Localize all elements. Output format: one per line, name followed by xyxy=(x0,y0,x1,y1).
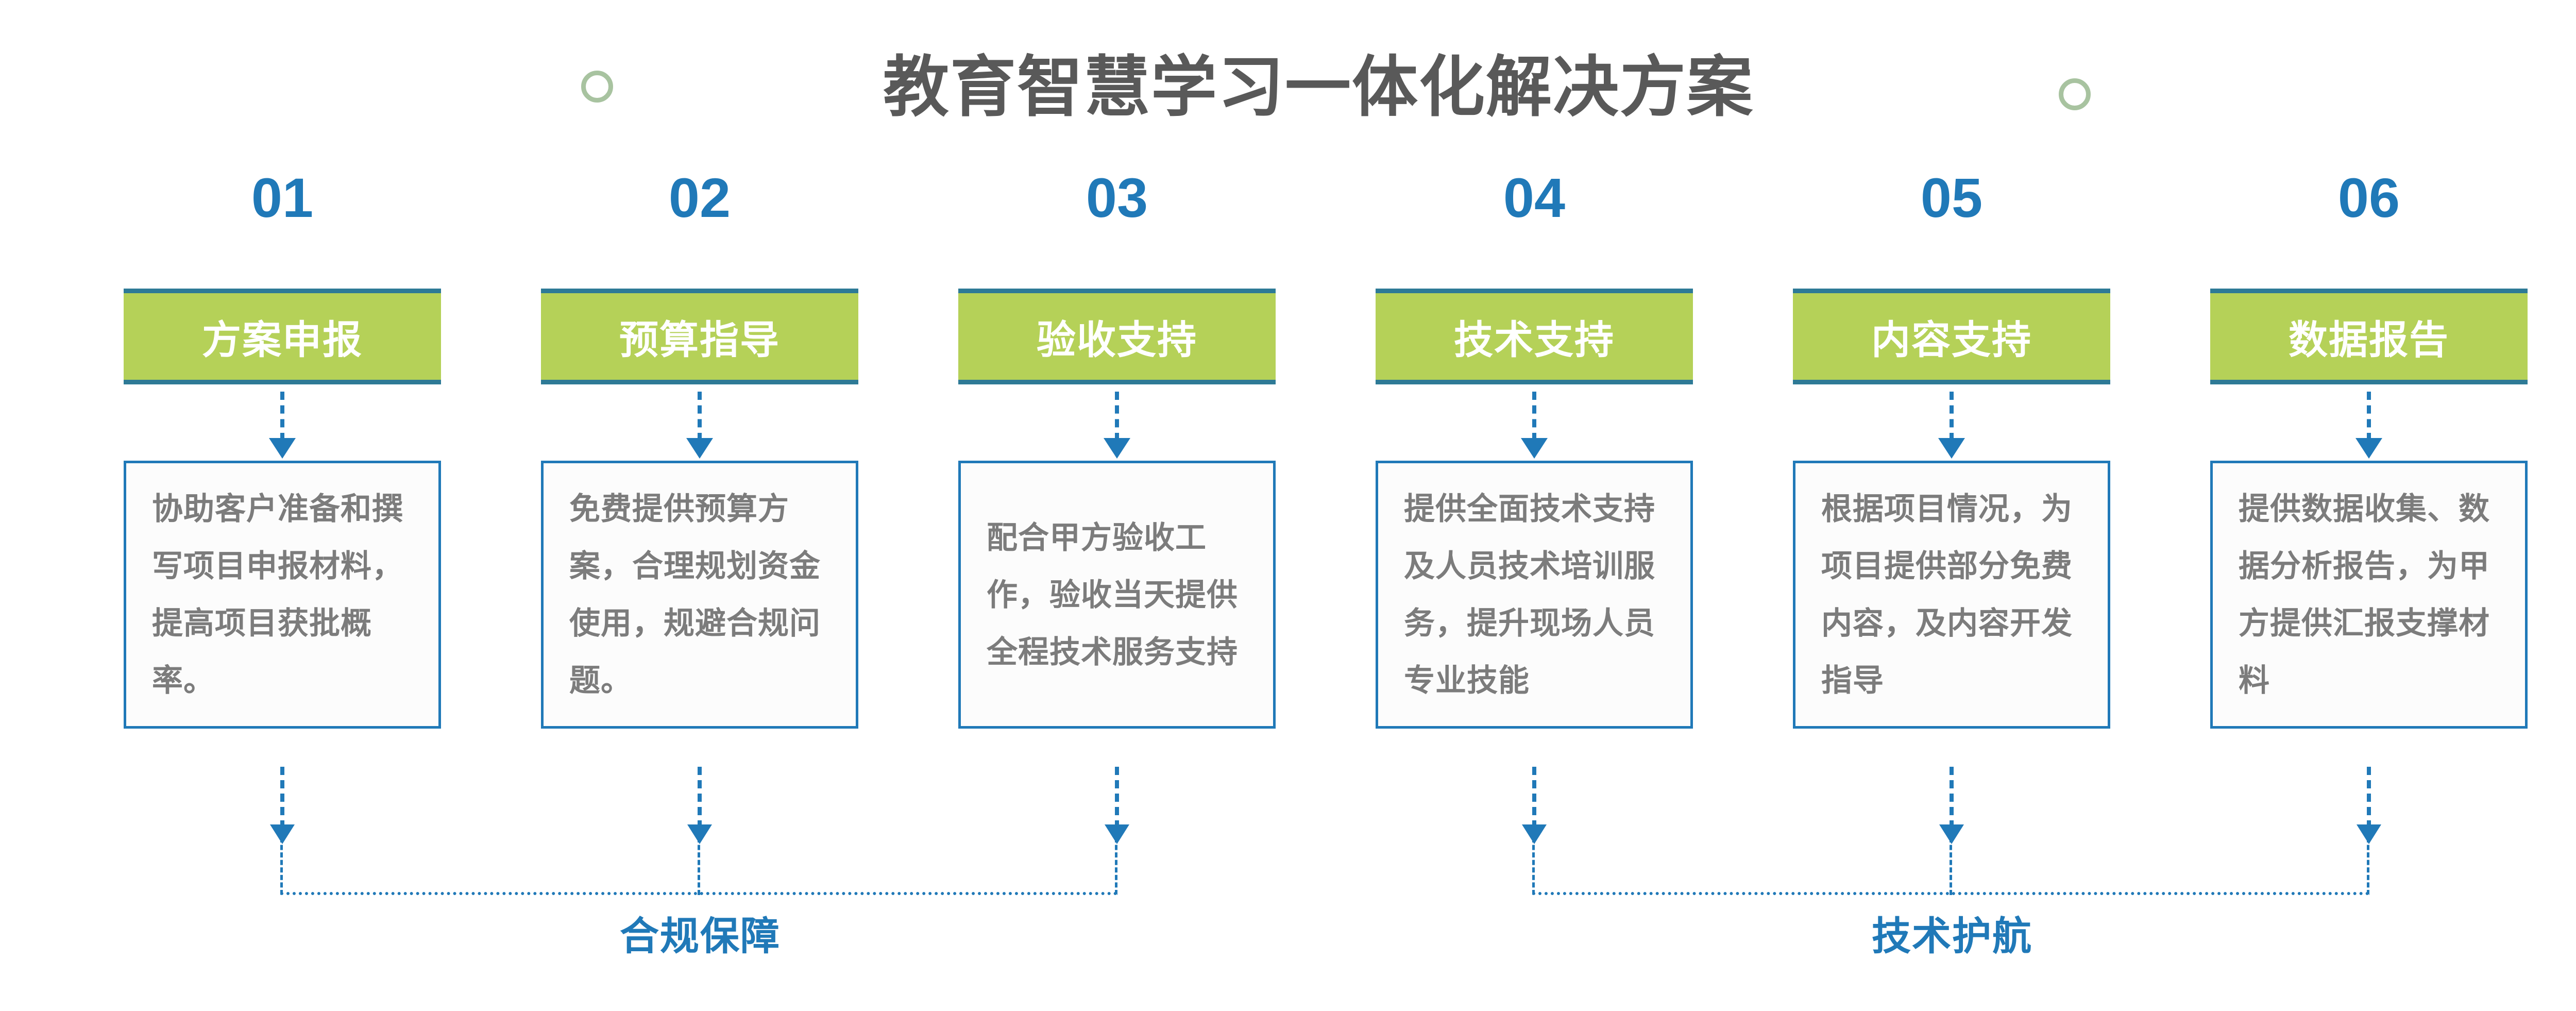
arrow-down-icon xyxy=(1104,438,1130,459)
step-number-04: 04 xyxy=(1503,166,1566,229)
group-label-technology: 技术护航 xyxy=(1872,915,2032,958)
step-description-text: 提供数据收集、数据分析报告，为甲方提供汇报支撑材料 xyxy=(2239,492,2490,698)
step-description-text: 协助客户准备和撰写项目申报材料，提高项目获批概率。 xyxy=(152,492,403,698)
connector-dashed-line xyxy=(698,392,702,441)
step-title-02[interactable]: 预算指导 xyxy=(541,289,858,384)
step-number-01: 01 xyxy=(251,166,314,229)
step-description-box-03: 配合甲方验收工作，验收当天提供全程技术服务支持 xyxy=(958,461,1276,729)
step-number-02: 02 xyxy=(668,166,731,229)
arrow-down-icon xyxy=(1521,438,1548,459)
step-connector-03 xyxy=(958,384,1276,461)
step-description-text: 免费提供预算方案，合理规划资金使用，规避合规问题。 xyxy=(569,492,821,698)
connector-dashed-line xyxy=(2367,392,2371,441)
process-step-01[interactable]: 01 方案申报 协助客户准备和撰写项目申报材料，提高项目获批概率。 xyxy=(124,170,441,729)
step-number-05: 05 xyxy=(1920,166,1983,229)
step-number-03: 03 xyxy=(1086,166,1148,229)
process-step-06[interactable]: 06 数据报告 提供数据收集、数据分析报告，为甲方提供汇报支撑材料 xyxy=(2210,170,2528,729)
step-number-06: 06 xyxy=(2337,166,2400,229)
arrow-down-icon xyxy=(1938,438,1965,459)
step-connector-01 xyxy=(124,384,441,461)
page-title: 教育智慧学习一体化解决方案 xyxy=(883,50,1754,124)
step-title-01[interactable]: 方案申报 xyxy=(124,289,441,384)
connector-dashed-line xyxy=(1532,392,1536,441)
page-header: 教育智慧学习一体化解决方案 xyxy=(0,0,2576,170)
step-description-text: 配合甲方验收工作，验收当天提供全程技术服务支持 xyxy=(987,520,1238,669)
step-description-text: 提供全面技术支持及人员技术培训服务，提升现场人员专业技能 xyxy=(1404,492,1655,698)
group-brace-left-mid xyxy=(698,837,700,895)
process-steps-row: 01 方案申报 协助客户准备和撰写项目申报材料，提高项目获批概率。 02 预算指… xyxy=(0,170,2576,840)
step-description-box-02: 免费提供预算方案，合理规划资金使用，规避合规问题。 xyxy=(541,461,858,729)
decorative-circle-right-icon xyxy=(2059,78,2091,110)
step-connector-05 xyxy=(1793,384,2110,461)
group-label-compliance: 合规保障 xyxy=(620,915,781,958)
step-description-box-04: 提供全面技术支持及人员技术培训服务，提升现场人员专业技能 xyxy=(1376,461,1693,729)
step-title-05[interactable]: 内容支持 xyxy=(1793,289,2110,384)
arrow-down-icon xyxy=(686,438,713,459)
decorative-circle-left-icon xyxy=(581,71,613,103)
arrow-down-icon xyxy=(2355,438,2382,459)
process-step-05[interactable]: 05 内容支持 根据项目情况，为项目提供部分免费内容，及内容开发指导 xyxy=(1793,170,2110,729)
process-step-04[interactable]: 04 技术支持 提供全面技术支持及人员技术培训服务，提升现场人员专业技能 xyxy=(1376,170,1693,729)
step-description-box-01: 协助客户准备和撰写项目申报材料，提高项目获批概率。 xyxy=(124,461,441,729)
step-connector-02 xyxy=(541,384,858,461)
connector-dashed-line xyxy=(1950,392,1954,441)
step-title-04[interactable]: 技术支持 xyxy=(1376,289,1693,384)
step-connector-04 xyxy=(1376,384,1693,461)
step-title-06[interactable]: 数据报告 xyxy=(2210,289,2528,384)
process-step-02[interactable]: 02 预算指导 免费提供预算方案，合理规划资金使用，规避合规问题。 xyxy=(541,170,858,729)
group-brace-right-mid xyxy=(1950,837,1952,895)
step-description-box-06: 提供数据收集、数据分析报告，为甲方提供汇报支撑材料 xyxy=(2210,461,2528,729)
step-description-box-05: 根据项目情况，为项目提供部分免费内容，及内容开发指导 xyxy=(1793,461,2110,729)
step-title-03[interactable]: 验收支持 xyxy=(958,289,1276,384)
group-brace-right xyxy=(1532,837,2369,895)
group-brace-left xyxy=(280,837,1117,895)
connector-dashed-line xyxy=(1115,392,1119,441)
step-description-text: 根据项目情况，为项目提供部分免费内容，及内容开发指导 xyxy=(1821,492,2073,698)
step-connector-06 xyxy=(2210,384,2528,461)
connector-dashed-line xyxy=(280,392,284,441)
process-step-03[interactable]: 03 验收支持 配合甲方验收工作，验收当天提供全程技术服务支持 xyxy=(958,170,1276,729)
arrow-down-icon xyxy=(269,438,296,459)
